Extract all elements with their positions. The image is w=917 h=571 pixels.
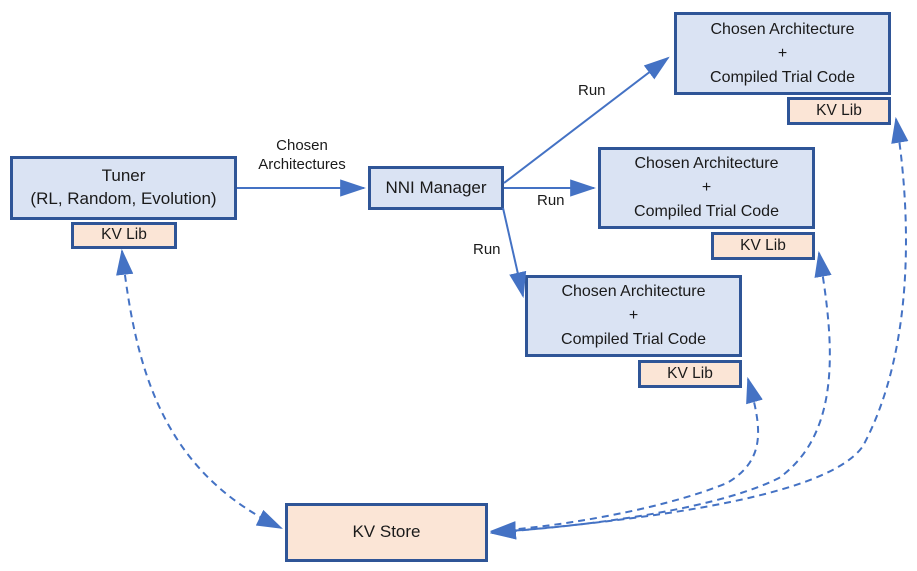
trial-label-line3: Compiled Trial Code — [710, 68, 855, 86]
tuner-label-line2: (RL, Random, Evolution) — [30, 189, 217, 208]
dashed-bottom-kvlib-kvstore — [489, 376, 763, 539]
tuner-kv-lib-node: KV Lib — [71, 222, 177, 249]
nni-manager-node: NNI Manager — [368, 166, 504, 210]
arrow-nni-to-trial-bottom — [502, 207, 527, 299]
kv-lib-label: KV Lib — [667, 364, 713, 382]
trial-node-top: Chosen Architecture + Compiled Trial Cod… — [674, 12, 891, 95]
trial-label-line2: + — [777, 44, 788, 62]
run-label: Run — [578, 82, 606, 99]
trial-label-line2: + — [628, 307, 639, 324]
trial-top-kv-lib-node: KV Lib — [787, 97, 891, 125]
kv-lib-label: KV Lib — [816, 101, 862, 119]
trial-label-line2: + — [701, 179, 712, 196]
trial-bottom-kv-lib-node: KV Lib — [638, 360, 742, 388]
trial-middle-kv-lib-node: KV Lib — [711, 232, 815, 260]
edge-label-run-bottom: Run — [473, 240, 501, 259]
trial-node-bottom: Chosen Architecture + Compiled Trial Cod… — [525, 275, 742, 357]
nni-manager-label: NNI Manager — [385, 177, 487, 197]
run-label: Run — [473, 241, 501, 258]
trial-node-middle: Chosen Architecture + Compiled Trial Cod… — [598, 147, 815, 229]
kv-store-node: KV Store — [285, 503, 488, 562]
trial-label-line1: Chosen Architecture — [561, 283, 706, 300]
trial-label-line1: Chosen Architecture — [634, 155, 779, 172]
trial-label-line1: Chosen Architecture — [710, 20, 855, 38]
trial-label-line3: Compiled Trial Code — [561, 331, 706, 348]
trial-label-line3: Compiled Trial Code — [634, 203, 779, 220]
kv-lib-label: KV Lib — [740, 236, 786, 254]
run-label: Run — [537, 192, 565, 209]
edge-label-run-top: Run — [578, 81, 606, 100]
dashed-tuner-kvlib-kvstore — [116, 248, 283, 529]
tuner-label-line1: Tuner — [101, 166, 146, 186]
edge-label-run-middle: Run — [537, 191, 565, 210]
edge-label-chosen-architectures: Chosen Architectures — [237, 136, 367, 174]
tuner-node: Tuner (RL, Random, Evolution) — [10, 156, 237, 220]
kv-store-label: KV Store — [352, 522, 421, 542]
kv-lib-label: KV Lib — [101, 226, 147, 244]
chosen-architectures-line1: Chosen — [276, 137, 328, 154]
chosen-architectures-line2: Architectures — [258, 156, 346, 173]
